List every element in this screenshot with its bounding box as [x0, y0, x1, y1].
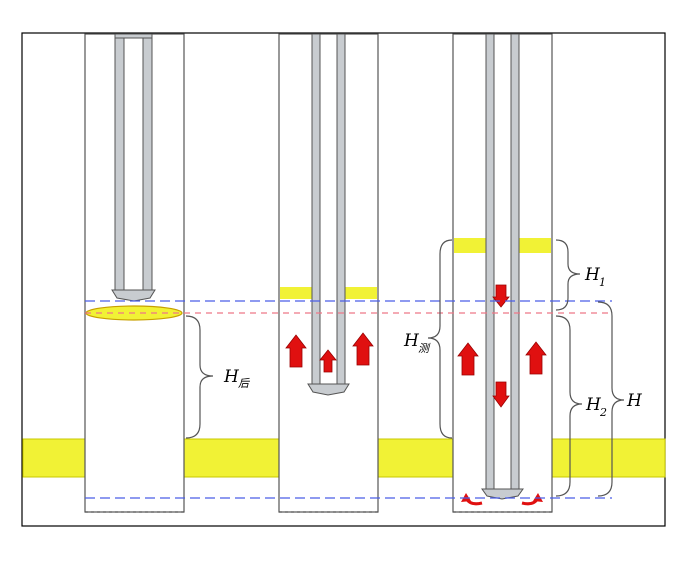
label-h-measured: H 测 [403, 331, 431, 355]
well-3-up-arrow-left [457, 342, 479, 376]
label-h2-sub: 2 [599, 406, 607, 419]
label-h-main: H [626, 391, 643, 411]
well-2-pipe-left-wall [311, 33, 321, 385]
brace-h [597, 301, 625, 497]
well-3-fluid-band-left [454, 238, 486, 253]
well-3-up-arrow-right [525, 341, 547, 375]
label-h-after-main: H [223, 367, 240, 387]
label-h-measured-main: H [403, 331, 420, 351]
well-2-up-arrow-right [352, 332, 374, 366]
label-h1: H 1 [584, 265, 606, 289]
label-h-after: H 后 [223, 367, 251, 390]
well-3-down-arrow-lower [492, 381, 510, 408]
well-3-fluid-band-right [519, 238, 551, 253]
label-h2: H 2 [585, 395, 607, 419]
well-1-pipe-left-wall [114, 33, 125, 291]
well-2-up-arrow-left [285, 334, 307, 368]
label-h: H [626, 391, 643, 411]
well-3-pipe-left-wall [485, 33, 495, 490]
brace-h1 [555, 239, 581, 311]
well-2-borehole [278, 33, 379, 513]
well-2-up-arrow-center [319, 349, 337, 373]
well-2-fluid-band-left [280, 287, 312, 299]
brace-h-measured [427, 239, 453, 439]
brace-h-after [185, 315, 214, 439]
well-1 [84, 33, 185, 513]
well-1-bit [111, 289, 156, 302]
label-h-after-sub: 后 [238, 377, 251, 390]
label-h-measured-sub: 测 [418, 342, 431, 355]
well-3-borehole [452, 33, 553, 513]
well-3 [452, 33, 553, 513]
label-h1-sub: 1 [599, 276, 606, 289]
brace-h2 [555, 315, 583, 497]
label-h1-main: H [584, 265, 601, 285]
well-1-pipe-right-wall [142, 33, 153, 291]
well-1-pipe-top [114, 33, 153, 39]
well-2-fluid-band-right [345, 287, 377, 299]
well-2-pipe-right-wall [336, 33, 346, 385]
well-2 [278, 33, 379, 513]
well-3-pipe-right-wall [510, 33, 520, 490]
well-2-bit [307, 383, 350, 396]
label-h2-main: H [585, 395, 602, 415]
well-1-borehole [84, 33, 185, 513]
